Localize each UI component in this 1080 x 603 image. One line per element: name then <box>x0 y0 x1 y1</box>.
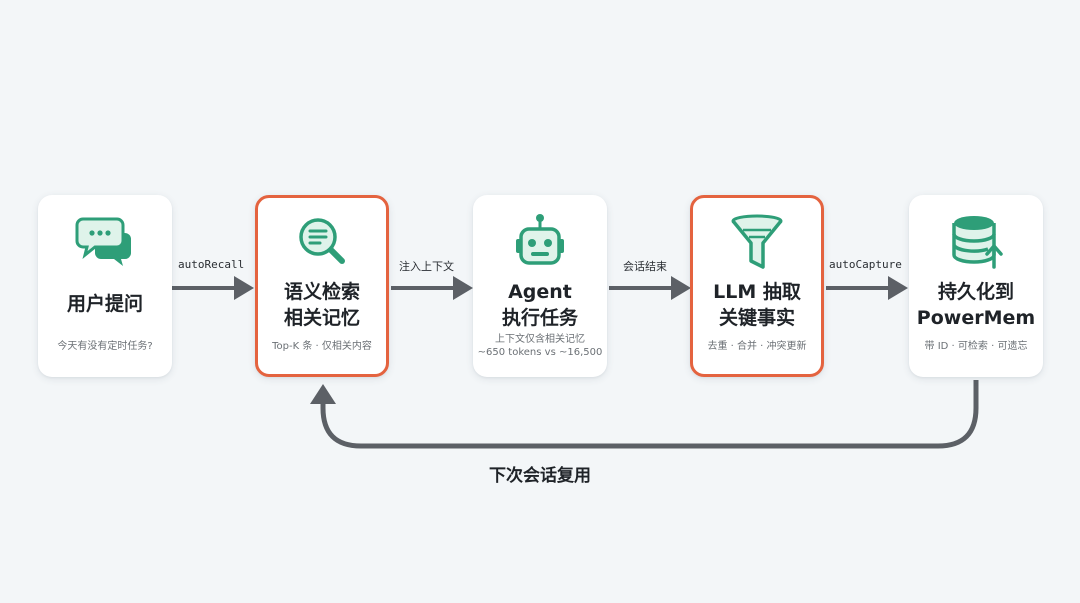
node-subtitle: 去重 · 合并 · 冲突更新 <box>707 341 807 352</box>
edge-label-autorecall: autoRecall <box>178 258 245 271</box>
loop-arrow <box>310 380 979 449</box>
database-upload-icon <box>952 216 1003 269</box>
node-subtitle: 上下文仅含相关记忆 ~650 tokens vs ~16,500 <box>477 334 603 358</box>
edge-label-session-end: 会话结束 <box>623 260 667 273</box>
node-subtitle: Top-K 条 · 仅相关内容 <box>272 341 372 352</box>
node-title: Agent 执行任务 <box>501 281 578 329</box>
node-title: LLM 抽取 关键事实 <box>713 281 801 329</box>
edge-arrow-2 <box>391 276 473 300</box>
funnel-icon <box>731 214 783 269</box>
node-title: 持久化到 PowerMem <box>916 281 1036 329</box>
edge-label-inject-context: 注入上下文 <box>399 260 454 273</box>
node-subtitle: 今天有没有定时任务? <box>57 341 153 352</box>
edge-arrow-1 <box>172 276 254 300</box>
loop-label: 下次会话复用 <box>489 466 591 486</box>
edge-label-autocapture: autoCapture <box>829 258 902 271</box>
node-user-question: 用户提问 今天有没有定时任务? <box>38 195 172 377</box>
chat-bubbles-icon <box>75 217 131 266</box>
node-persist-powermem: 持久化到 PowerMem 带 ID · 可检索 · 可遗忘 <box>909 195 1043 377</box>
node-semantic-search: 语义检索 相关记忆 Top-K 条 · 仅相关内容 <box>255 195 389 377</box>
edge-arrow-4 <box>826 276 908 300</box>
node-subtitle: 带 ID · 可检索 · 可遗忘 <box>924 341 1028 352</box>
node-title: 语义检索 相关记忆 <box>283 281 360 329</box>
robot-icon <box>516 214 564 265</box>
node-llm-extract: LLM 抽取 关键事实 去重 · 合并 · 冲突更新 <box>690 195 824 377</box>
node-title: 用户提问 <box>66 293 143 315</box>
search-document-icon <box>299 218 345 264</box>
node-agent-execute: Agent 执行任务 上下文仅含相关记忆 ~650 tokens vs ~16,… <box>473 195 607 377</box>
edge-arrow-3 <box>609 276 691 300</box>
